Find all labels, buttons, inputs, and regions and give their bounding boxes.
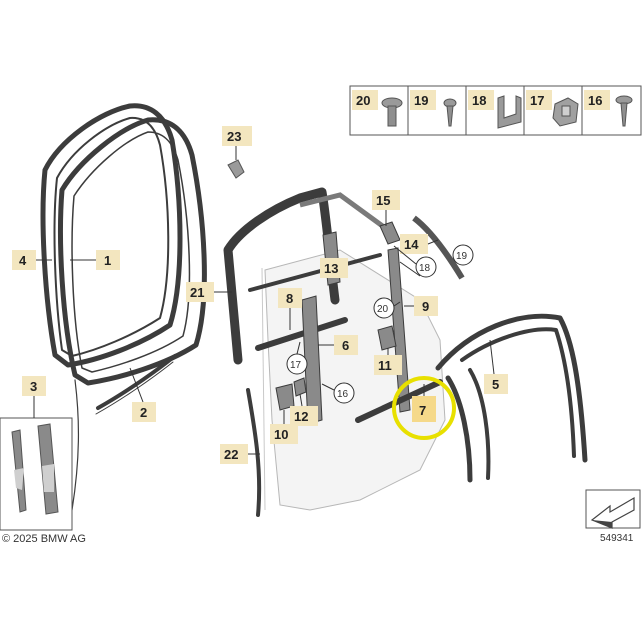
callouts: 4 1 2 3 23 21 13 8 15 14 (12, 126, 508, 464)
label-1: 1 (104, 253, 111, 268)
fastener-row: 20 19 18 17 16 (349, 85, 642, 136)
frame-crossbar (248, 253, 382, 292)
diagram-number: 549341 (600, 533, 634, 544)
label-12: 12 (294, 409, 308, 424)
door-seal-inner (58, 117, 207, 386)
diagram-id-icon (585, 489, 641, 529)
label-10: 10 (274, 427, 288, 442)
label-16: 16 (337, 389, 349, 400)
label-3: 3 (30, 379, 37, 394)
label-22: 22 (224, 447, 238, 462)
belt-strip-part-7 (355, 379, 443, 423)
label-2: 2 (140, 405, 147, 420)
tag-17-box (526, 90, 552, 110)
tag-19-box (410, 90, 436, 110)
tag-20-box (352, 90, 378, 110)
label-16-header: 16 (588, 93, 602, 108)
seal-tail-line (71, 379, 80, 511)
screw-19-icon (443, 98, 457, 127)
copyright-text: © 2025 BMW AG (2, 533, 86, 545)
part-12 (293, 377, 307, 397)
part-15 (379, 221, 401, 245)
label-20: 20 (377, 304, 389, 315)
label-9: 9 (422, 299, 429, 314)
label-6: 6 (342, 338, 349, 353)
label-13: 13 (324, 261, 338, 276)
label-11: 11 (378, 358, 392, 373)
channel-part-6 (301, 295, 323, 425)
label-18: 18 (419, 263, 431, 274)
tag-18-box (468, 90, 494, 110)
label-19-header: 19 (414, 93, 428, 108)
label-15: 15 (376, 193, 390, 208)
screw-16-icon (615, 95, 633, 127)
label-14: 14 (404, 237, 419, 252)
label-20-header: 20 (356, 93, 370, 108)
label-23: 23 (227, 129, 241, 144)
clip-18-icon (497, 95, 522, 129)
strip-part-14 (412, 215, 465, 280)
label-8: 8 (286, 291, 293, 306)
screw-20-icon (381, 97, 403, 127)
label-18-header: 18 (472, 93, 486, 108)
bracket-part-11 (377, 325, 397, 351)
window-seal-part-5 (435, 313, 588, 483)
tag-16-box (584, 90, 610, 110)
inset-part-3 (0, 417, 73, 531)
clip-part-23 (227, 159, 245, 179)
label-4: 4 (19, 253, 27, 268)
label-17: 17 (290, 360, 302, 371)
highlight-ring (392, 376, 456, 440)
tag-7-box (412, 396, 436, 422)
label-19: 19 (456, 251, 468, 262)
strip-part-22 (246, 388, 262, 517)
door-seal-outer (40, 103, 183, 368)
label-21: 21 (190, 285, 204, 300)
clip-17-icon (552, 97, 579, 127)
trim-part-8 (255, 317, 348, 351)
label-7: 7 (419, 403, 426, 418)
strip-part-2 (96, 354, 177, 410)
label-17-header: 17 (530, 93, 544, 108)
label-5: 5 (492, 377, 499, 392)
